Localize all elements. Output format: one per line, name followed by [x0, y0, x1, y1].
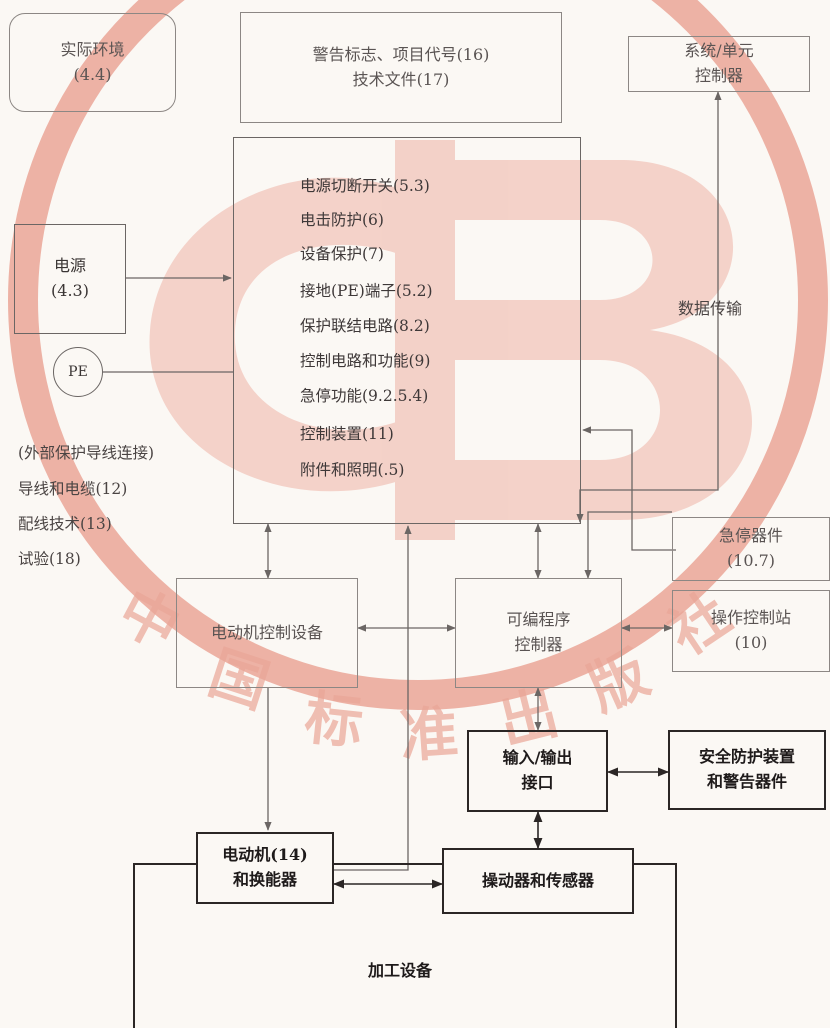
data-transfer-label: 数据传输: [678, 299, 743, 318]
process-equipment-frame: [133, 863, 677, 1028]
watermark-c-shape: [149, 177, 402, 492]
process-equipment-label: 加工设备: [368, 961, 433, 980]
side-note: 导线和电缆(12): [18, 480, 128, 498]
motor-control-box: 电动机控制设备: [176, 578, 358, 688]
main-function-item: 保护联结电路(8.2): [300, 317, 430, 335]
io-interface-label: 输入/输出: [502, 748, 573, 768]
environment-box: 实际环境 (4.4): [9, 13, 176, 112]
main-function-item: 设备保护(7): [300, 245, 384, 263]
environment-ref: (4.4): [73, 64, 112, 84]
pe-terminal-circle: PE: [53, 347, 103, 397]
main-function-item: 电源切断开关(5.3): [300, 177, 430, 195]
watermark-char: 标: [302, 684, 367, 758]
motor-control-label: 电动机控制设备: [210, 622, 323, 642]
side-note: (外部保护导线连接): [18, 444, 155, 462]
environment-label: 实际环境: [60, 39, 125, 59]
system-controller-box: 系统/单元 控制器: [628, 36, 810, 92]
connector-estop-plc: [584, 511, 672, 579]
safeguards-sub: 和警告器件: [706, 772, 787, 791]
safeguards-box: 安全防护装置 和警告器件: [668, 730, 826, 810]
technical-docs-label: 技术文件(17): [352, 69, 450, 89]
emergency-stop-label: 急停器件: [718, 526, 783, 546]
power-supply-ref: (4.3): [51, 281, 89, 300]
motor-label: 电动机(14): [222, 845, 308, 865]
main-function-item: 控制装置(11): [300, 425, 394, 443]
watermark-bar: [395, 140, 455, 540]
operator-station-box: 操作控制站 (10): [672, 590, 830, 672]
main-function-item: 电击防护(6): [300, 211, 384, 229]
warning-docs-box: 警告标志、项目代号(16) 技术文件(17): [240, 12, 562, 123]
emergency-stop-box: 急停器件 (10.7): [672, 517, 830, 581]
pe-label: PE: [68, 364, 88, 380]
operator-station-ref: (10): [734, 633, 768, 652]
plc-box: 可编程序 控制器: [455, 578, 622, 688]
side-note: 配线技术(13): [18, 515, 112, 533]
system-controller-label: 系统/单元: [684, 41, 754, 61]
system-controller-sub: 控制器: [694, 66, 743, 85]
main-function-item: 急停功能(9.2.5.4): [300, 387, 429, 405]
power-supply-box: 电源 (4.3): [14, 224, 126, 334]
motor-sub: 和换能器: [232, 870, 297, 889]
plc-sub: 控制器: [514, 635, 563, 654]
actuators-sensors-box: 操动器和传感器: [442, 848, 634, 914]
main-function-item: 控制电路和功能(9): [300, 352, 431, 370]
io-interface-sub: 接口: [521, 773, 554, 792]
warning-signs-label: 警告标志、项目代号(16): [312, 44, 490, 64]
power-supply-label: 电源: [53, 256, 86, 276]
main-function-item: 接地(PE)端子(5.2): [300, 282, 433, 300]
connector-estop-main: [582, 426, 676, 551]
emergency-stop-ref: (10.7): [726, 551, 776, 570]
main-function-item: 附件和照明(.5): [300, 461, 405, 479]
watermark-ring: [8, 0, 828, 710]
motor-box: 电动机(14) 和换能器: [196, 832, 334, 904]
plc-label: 可编程序: [506, 610, 571, 630]
io-interface-box: 输入/输出 接口: [467, 730, 608, 812]
actuators-sensors-label: 操动器和传感器: [481, 870, 594, 890]
side-note: 试验(18): [18, 550, 81, 568]
connector-motor-main: [334, 525, 412, 871]
operator-station-label: 操作控制站: [710, 608, 791, 628]
safeguards-label: 安全防护装置: [698, 747, 795, 767]
